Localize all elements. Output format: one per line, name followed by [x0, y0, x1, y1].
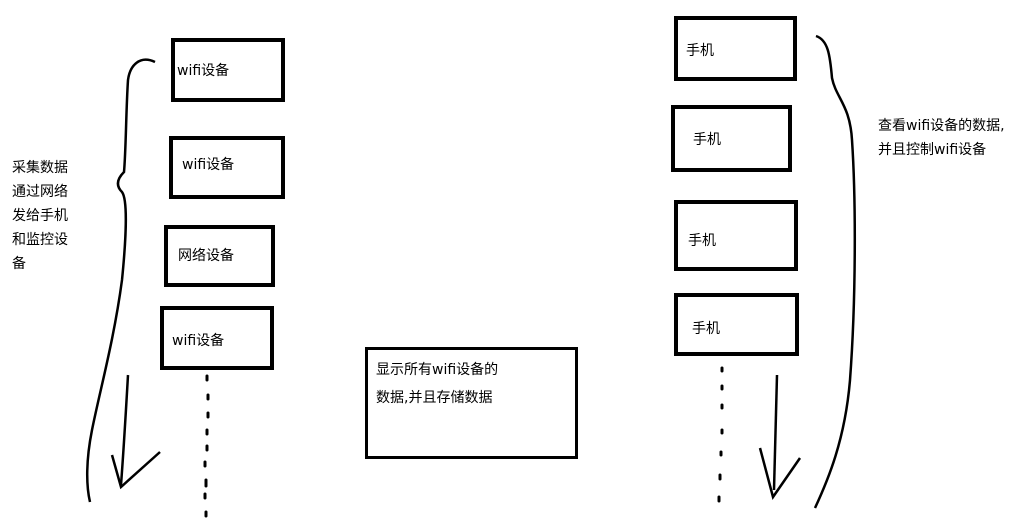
right-note: 查看wifi设备的数据, 并且控制wifi设备: [878, 114, 1016, 162]
left-note-line-2: 通过网络: [12, 184, 68, 200]
left-continuation-dots: [203, 374, 210, 518]
right-note-line-1: 查看wifi设备的数据,: [878, 118, 1005, 134]
device-box-2: wifi设备: [169, 136, 285, 199]
phone-label-2: 手机: [693, 132, 721, 148]
left-note-line-4: 和监控设: [12, 232, 68, 248]
phone-box-2: 手机: [671, 105, 792, 172]
phone-box-3: 手机: [674, 200, 798, 271]
device-label-1: wifi设备: [177, 63, 230, 79]
phone-label-1: 手机: [686, 43, 714, 59]
phone-box-4: 手机: [674, 293, 799, 356]
left-down-arrow-head: [110, 451, 161, 490]
phone-box-1: 手机: [674, 16, 797, 81]
right-brace-line: [813, 34, 857, 509]
server-box: 显示所有wifi设备的 数据,并且存储数据: [365, 347, 578, 459]
left-down-arrow-shaft: [119, 374, 130, 486]
device-box-3: 网络设备: [164, 225, 275, 287]
left-note-line-5: 备: [12, 256, 26, 272]
left-note-line-3: 发给手机: [12, 208, 68, 224]
phone-label-3: 手机: [688, 233, 716, 249]
right-continuation-dots: [717, 366, 724, 503]
right-note-line-2: 并且控制wifi设备: [878, 142, 987, 158]
device-box-1: wifi设备: [171, 38, 285, 102]
phone-label-4: 手机: [692, 321, 720, 337]
device-box-4: wifi设备: [160, 306, 274, 370]
device-label-4: wifi设备: [172, 333, 225, 349]
server-description: 显示所有wifi设备的 数据,并且存储数据: [376, 356, 498, 412]
right-down-arrow-shaft: [772, 374, 779, 491]
server-description-line-1: 显示所有wifi设备的: [376, 362, 499, 378]
device-label-3: 网络设备: [178, 248, 234, 264]
left-brace-line: [85, 58, 156, 503]
left-note: 采集数据 通过网络 发给手机 和监控设 备: [12, 156, 92, 276]
right-down-arrow-head: [758, 447, 802, 500]
left-note-line-1: 采集数据: [12, 160, 68, 176]
device-label-2: wifi设备: [182, 157, 235, 173]
server-description-line-2: 数据,并且存储数据: [376, 390, 493, 406]
